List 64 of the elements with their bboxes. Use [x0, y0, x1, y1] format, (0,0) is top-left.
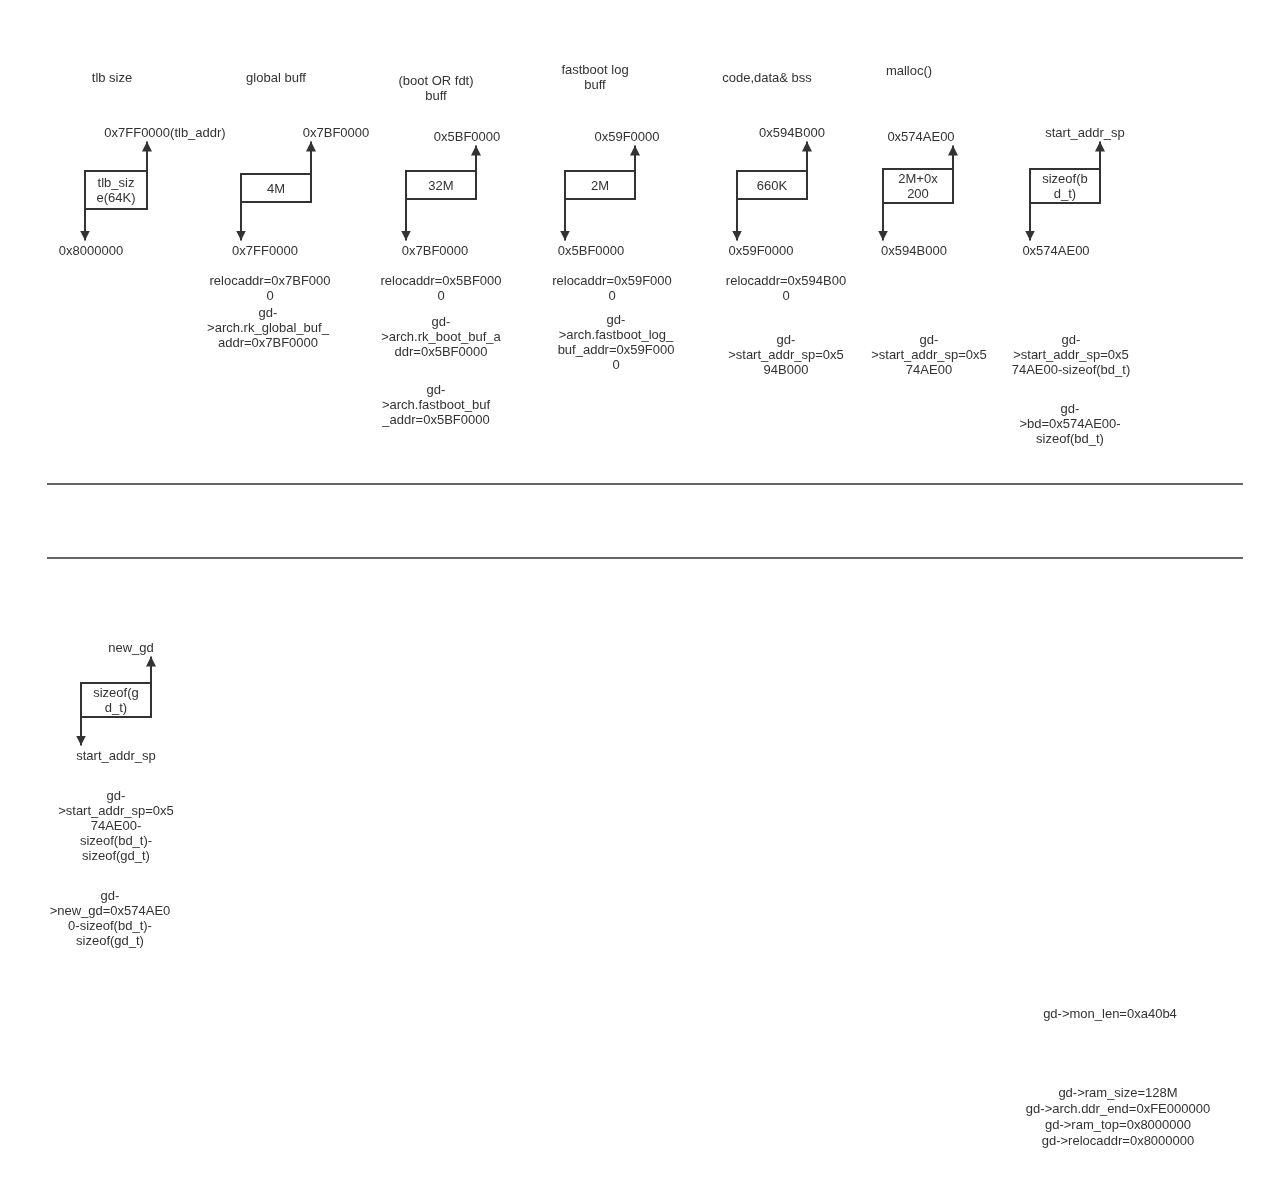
address-label: start_addr_sp — [76, 747, 156, 763]
note-text: gd- >start_addr_sp=0x5 74AE00-sizeof(bd_t) — [1010, 331, 1132, 377]
arrow — [142, 140, 152, 171]
address-label: 0x7FF0000 — [232, 242, 298, 258]
note-text: gd->relocaddr=0x8000000 — [1040, 1132, 1196, 1148]
address-label: 0x7FF0000(tlb_addr) — [104, 124, 226, 140]
arrow — [1025, 203, 1035, 242]
note-text: gd->mon_len=0xa40b4 — [1042, 1005, 1178, 1021]
arrow — [146, 655, 156, 683]
address-label: 0x7BF0000 — [302, 124, 370, 140]
note-text: relocaddr=0x59F000 0 — [551, 273, 673, 303]
note-text: gd- >start_addr_sp=0x5 74AE00- sizeof(bd_t)- sizeof(gd_t) — [57, 787, 175, 863]
arrow — [76, 717, 86, 747]
arrow — [630, 144, 640, 171]
arrow — [948, 144, 958, 169]
address-label: start_addr_sp — [1045, 124, 1125, 140]
memory-block-box: 2M — [564, 170, 636, 200]
note-text: gd- >start_addr_sp=0x5 94B000 — [727, 331, 845, 377]
memory-block-box: 2M+0x 200 — [882, 168, 954, 204]
note-text: gd- >arch.rk_global_buf_ addr=0x7BF0000 — [206, 304, 330, 350]
address-label: 0x59F0000 — [728, 242, 794, 258]
note-text: relocaddr=0x5BF000 0 — [379, 273, 503, 303]
note-text: gd- >arch.rk_boot_buf_a ddr=0x5BF0000 — [380, 313, 502, 359]
address-label: 0x5BF0000 — [433, 128, 501, 144]
address-label: 0x594B000 — [759, 124, 825, 140]
address-label: 0x5BF0000 — [557, 242, 625, 258]
note-text: gd- >arch.fastboot_buf _addr=0x5BF0000 — [380, 381, 492, 427]
arrow — [236, 202, 246, 242]
region-title: fastboot log buff — [560, 62, 630, 92]
arrow — [732, 199, 742, 242]
address-label: 0x574AE00 — [1022, 242, 1090, 258]
memory-block-box: sizeof(b d_t) — [1029, 168, 1101, 204]
arrow — [878, 203, 888, 242]
address-label: 0x8000000 — [58, 242, 124, 258]
arrow — [1095, 140, 1105, 169]
address-label: 0x594B000 — [881, 242, 947, 258]
address-label: 0x7BF0000 — [401, 242, 469, 258]
note-text: gd->ram_size=128M — [1057, 1084, 1179, 1100]
note-text: gd- >new_gd=0x574AE0 0-sizeof(bd_t)- sizeof(gd_t) — [48, 888, 172, 948]
note-text: gd->ram_top=0x8000000 — [1044, 1116, 1192, 1132]
address-label: 0x574AE00 — [887, 128, 955, 144]
note-text: gd- >arch.fastboot_log_ buf_addr=0x59F000 0 — [556, 312, 676, 372]
note-text: gd->arch.ddr_end=0xFE000000 — [1024, 1100, 1212, 1116]
note-text: relocaddr=0x594B00 0 — [725, 273, 847, 303]
arrow — [80, 209, 90, 242]
region-title: (boot OR fdt) buff — [397, 73, 475, 103]
memory-block-box: sizeof(g d_t) — [80, 682, 152, 718]
arrow — [560, 199, 570, 242]
region-title: global buff — [245, 69, 307, 85]
arrow — [471, 144, 481, 171]
address-label: 0x59F0000 — [594, 128, 660, 144]
memory-block-box: 660K — [736, 170, 808, 200]
address-label: new_gd — [108, 639, 154, 655]
note-text: gd- >bd=0x574AE00- sizeof(bd_t) — [1018, 400, 1122, 446]
arrow — [802, 140, 812, 171]
region-title: code,data& bss — [722, 69, 812, 85]
memory-block-box: 32M — [405, 170, 477, 200]
region-title: tlb size — [90, 69, 134, 85]
note-text: gd- >start_addr_sp=0x5 74AE00 — [870, 331, 988, 377]
memory-block-box: tlb_siz e(64K) — [84, 170, 148, 210]
region-title: malloc() — [884, 62, 934, 78]
memory-block-box: 4M — [240, 173, 312, 203]
arrow — [306, 140, 316, 174]
arrow — [401, 199, 411, 242]
